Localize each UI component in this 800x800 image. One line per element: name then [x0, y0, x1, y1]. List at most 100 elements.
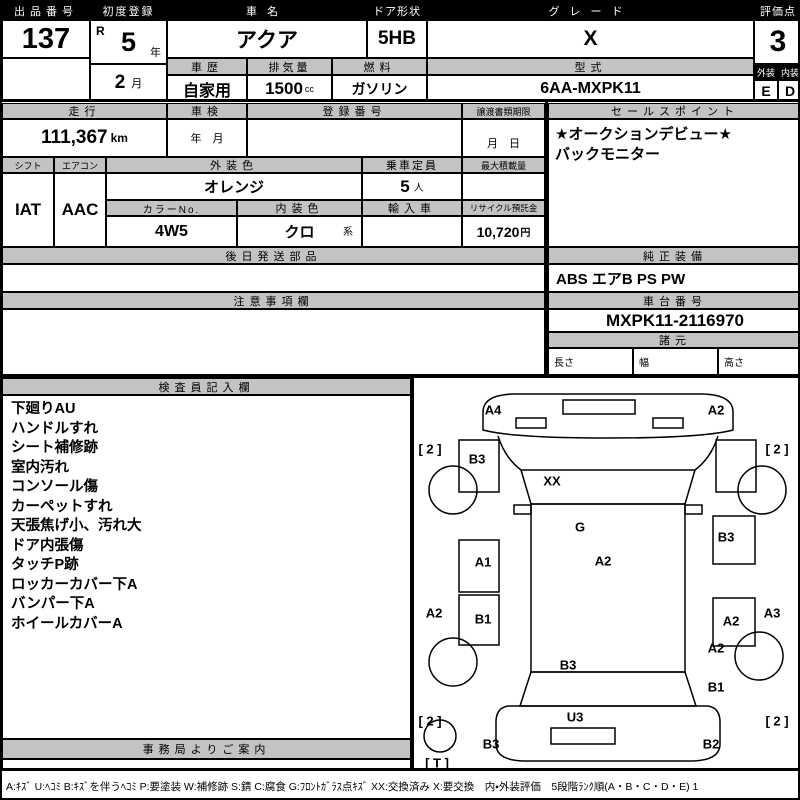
car-name-header: 車名: [167, 2, 367, 20]
fuel-header: 燃料: [332, 58, 427, 75]
inspector-note: カーペットすれ: [11, 498, 113, 515]
damage-code: [ 2 ]: [765, 441, 789, 457]
interior-color-suffix: 系: [343, 227, 353, 238]
divider-top: [2, 99, 798, 102]
damage-code: A2: [707, 402, 725, 418]
max-load-value: [462, 173, 545, 200]
grade-value: X: [427, 20, 754, 58]
fuel-value: ガソリン: [332, 75, 427, 102]
sales-point-line: ★オークションデビュー★: [555, 126, 732, 143]
recycle-deposit-unit: 円: [520, 228, 531, 239]
first-registration-month: 2: [114, 72, 126, 93]
first-registration-month-cell: 2 月: [90, 64, 167, 102]
inspector-note: ホイールカバーA: [11, 615, 123, 632]
inspector-note: バンパー下A: [11, 596, 95, 612]
first-registration-year: 5: [120, 26, 137, 57]
damage-code: A2: [722, 613, 740, 629]
capacity-header: 乗車定員: [362, 157, 462, 173]
capacity-value: 5: [400, 176, 410, 196]
displacement-unit: cc: [304, 83, 314, 94]
exterior-grade-header: 外装: [754, 64, 778, 80]
inspector-note: シート補修跡: [11, 440, 98, 456]
inspector-note: 室内汚れ: [11, 459, 69, 476]
mileage-header: 走行: [2, 103, 167, 119]
damage-code: B3: [559, 657, 577, 673]
mileage-cell: 111,367 km: [2, 119, 167, 157]
damage-code: B3: [468, 451, 486, 467]
inspector-notes-header: 検査員記入欄: [2, 378, 411, 395]
later-parts-header: 後日発送部品: [2, 247, 545, 264]
spec-height-cell: 高さ: [718, 348, 798, 375]
divider-sales-column: [545, 99, 548, 378]
specs-header: 諸元: [548, 332, 798, 348]
interior-grade-header: 内装: [778, 64, 798, 80]
divider-legend: [2, 768, 798, 771]
mileage-value: 111,367: [41, 127, 108, 148]
lot-empty-box: [2, 58, 90, 102]
damage-code: U3: [566, 709, 584, 725]
spec-width-cell: 幅: [633, 348, 718, 375]
door-shape-header: ドア形状: [367, 2, 427, 20]
import-car-header: 輸入車: [362, 200, 462, 216]
damage-code: A3: [763, 605, 781, 621]
car-name-value: アクア: [167, 20, 367, 58]
damage-code: A2: [594, 553, 612, 569]
aircon-value: AAC: [54, 173, 106, 247]
inspector-note: 天張焦げ小、汚れ大: [11, 518, 142, 534]
import-car-value: [362, 216, 462, 247]
registration-number-value: [247, 119, 462, 157]
damage-code: A2: [425, 605, 443, 621]
grade-header: グレード: [427, 2, 754, 20]
inspector-note: タッチP跡: [11, 557, 79, 573]
first-registration-header: 初度登録: [90, 2, 167, 20]
interior-color-header: 内装色: [237, 200, 362, 216]
month-unit-label: 月: [131, 78, 143, 90]
damage-code: [ 2 ]: [765, 713, 789, 729]
registration-number-header: 登録番号: [247, 103, 462, 119]
displacement-value: 1500: [265, 78, 303, 98]
interior-color-cell: クロ 系: [237, 216, 362, 247]
damage-code: A2: [707, 640, 725, 656]
sales-point-header: セールスポイント: [548, 103, 798, 119]
interior-color-value: クロ: [284, 224, 315, 241]
door-shape-value: 5HB: [367, 20, 427, 58]
recycle-deposit-value: 10,720: [476, 223, 520, 240]
spec-length-cell: 長さ: [548, 348, 633, 375]
color-no-value: 4W5: [106, 216, 237, 247]
genuine-equipment-value: ABS エアB PS PW: [548, 264, 798, 292]
inspection-expiry-value: 年 月: [167, 119, 247, 157]
legend-text: A:ｷｽﾞ U:ﾍｺﾐ B:ｷｽﾞを伴うﾍｺﾐ P:要塗装 W:補修跡 S:錆 …: [2, 771, 798, 798]
damage-code: G: [574, 519, 586, 535]
history-header: 車歴: [167, 58, 247, 75]
inspector-note: ドア内張傷: [11, 537, 84, 554]
damage-code: A1: [474, 554, 492, 570]
mileage-unit: km: [110, 131, 128, 145]
damage-code: B3: [717, 529, 735, 545]
lot-number-value: 137: [2, 20, 90, 58]
divider-middle: [2, 375, 798, 378]
history-value: 自家用: [167, 75, 247, 102]
later-parts-value: [2, 264, 545, 292]
shift-value: IAT: [2, 173, 54, 247]
chassis-number-value: MXPK11-2116970: [548, 309, 798, 332]
transfer-deadline-header: 譲渡書類期限: [462, 103, 545, 119]
capacity-cell: 5 人: [362, 173, 462, 200]
lot-number-header: 出品番号: [2, 2, 90, 20]
sales-point-line: バックモニター: [555, 146, 661, 163]
shift-header: シフト: [2, 157, 54, 173]
notes-header: 注意事項欄: [2, 292, 545, 309]
exterior-color-header: 外装色: [106, 157, 362, 173]
first-registration-year-cell: R 5 年: [90, 20, 167, 64]
genuine-equipment-header: 純正装備: [548, 247, 798, 264]
exterior-color-value: オレンジ: [106, 173, 362, 200]
damage-code: [ T ]: [425, 755, 449, 771]
damage-code: A4: [484, 402, 502, 418]
recycle-deposit-cell: 10,720 円: [462, 216, 545, 247]
max-load-header: 最大積載量: [462, 157, 545, 173]
model-code-value: 6AA-MXPK11: [427, 75, 754, 102]
damage-code: B1: [474, 611, 492, 627]
damage-code: XX: [543, 473, 561, 489]
inspector-note: コンソール傷: [11, 479, 98, 495]
